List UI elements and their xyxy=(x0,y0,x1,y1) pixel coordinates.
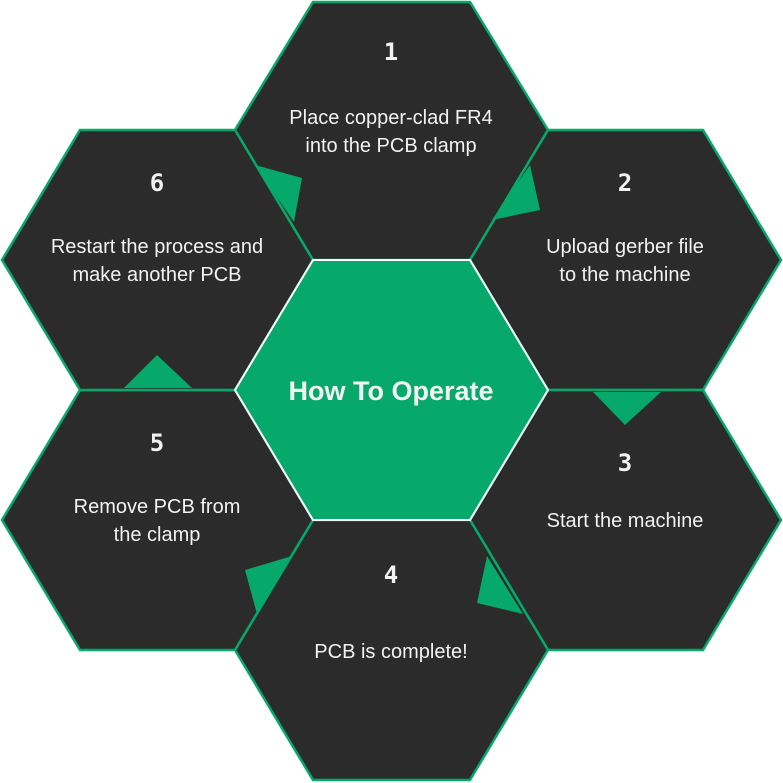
step-2-number: 2 xyxy=(618,169,632,197)
center-title: How To Operate xyxy=(288,376,493,406)
step-1-label-line-2: into the PCB clamp xyxy=(305,135,476,157)
step-4-label-line-1: PCB is complete! xyxy=(314,641,467,663)
step-2-label-line-2: to the machine xyxy=(559,264,690,286)
step-1-number: 1 xyxy=(384,38,398,66)
step-2-label-line-1: Upload gerber file xyxy=(546,236,704,258)
step-5-label-line-1: Remove PCB from xyxy=(74,496,241,518)
center-hexagon xyxy=(233,259,550,521)
step-4-number: 4 xyxy=(384,561,398,589)
step-6-number: 6 xyxy=(150,169,164,197)
arrow-6-to-1 xyxy=(255,165,302,222)
step-6-label-line-1: Restart the process and xyxy=(51,236,263,258)
step-6-label-line-2: make another PCB xyxy=(73,264,242,286)
step-5-label-line-2: the clamp xyxy=(114,524,201,546)
arrow-5-to-6 xyxy=(124,355,192,388)
arrow-1-to-2 xyxy=(492,165,540,220)
step-5-number: 5 xyxy=(150,429,164,457)
step-1-label-line-1: Place copper-clad FR4 xyxy=(289,107,492,129)
step-3-label-line-1: Start the machine xyxy=(547,510,704,532)
step-3-number: 3 xyxy=(618,449,632,477)
arrow-4-to-5 xyxy=(245,556,292,614)
arrow-2-to-3 xyxy=(593,392,661,425)
arrow-3-to-4 xyxy=(477,556,523,614)
